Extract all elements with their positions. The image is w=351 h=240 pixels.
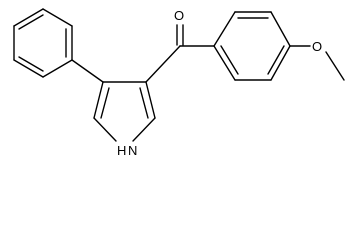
pyrrole-double-bond: [139, 87, 149, 119]
aryl-double-bond: [220, 45, 239, 75]
aryl-double-bond: [267, 45, 285, 75]
pyrrole-bond: [93, 117, 117, 142]
methoxy-group: O: [289, 39, 345, 81]
methoxy-oxygen-label: O: [312, 39, 322, 54]
phenyl-double-bond: [18, 56, 44, 72]
phenyl-bond: [13, 8, 44, 27]
methoxyphenyl-ring: [213, 11, 291, 81]
phenyl-bond: [42, 8, 73, 27]
aryl-bond: [213, 11, 236, 47]
aryl-bond: [270, 11, 291, 47]
carbonyl-group: O: [174, 8, 184, 46]
chemical-structure-diagram: H N O O: [13, 8, 345, 158]
nitrogen-label: N: [128, 143, 137, 158]
aryl-bond: [270, 45, 291, 81]
aryl-bond: [213, 45, 236, 81]
pyrrole-ring: [93, 81, 156, 142]
phenyl-pyrrole-bond: [71, 59, 104, 83]
phenyl-bond: [13, 59, 44, 78]
pyrrole-bond: [93, 81, 104, 119]
pyrrole-nitrogen-label: H: [117, 143, 126, 158]
pyrrole-carbonyl-bond: [145, 45, 181, 83]
phenyl-ring: [13, 8, 73, 78]
pyrrole-bond: [132, 117, 156, 142]
pyrrole-bond: [145, 81, 156, 119]
carbonyl-oxygen-label: O: [174, 8, 184, 23]
phenyl-double-bond: [18, 14, 44, 30]
pyrrole-double-bond: [100, 87, 110, 119]
oxygen-methyl-bond: [325, 51, 345, 81]
phenyl-bond: [42, 59, 73, 78]
